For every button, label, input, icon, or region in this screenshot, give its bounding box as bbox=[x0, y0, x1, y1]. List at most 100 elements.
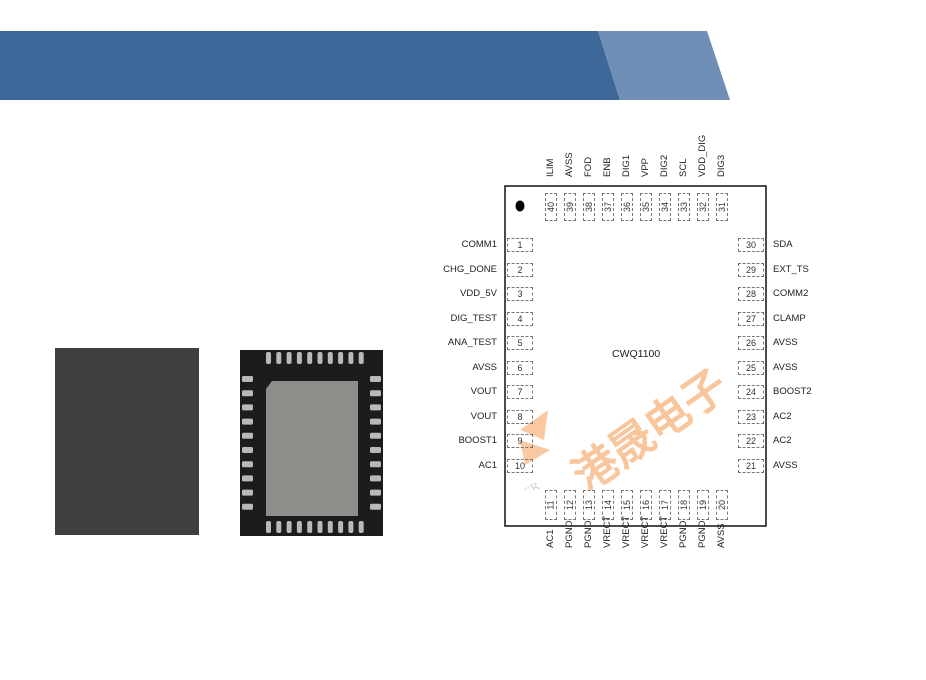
pin-number: 16 bbox=[641, 499, 652, 511]
pin-pad-bottom: 11 bbox=[545, 490, 557, 520]
pin-pad-right: 24 bbox=[738, 385, 764, 399]
chip-photo-pad-top bbox=[307, 352, 313, 364]
pin-pad-top: 36 bbox=[621, 193, 633, 221]
pin-number: 20 bbox=[717, 499, 728, 511]
pin-label-left: VOUT bbox=[470, 386, 497, 397]
pin-number: 32 bbox=[698, 201, 709, 213]
pin-label-bottom: PGND bbox=[678, 520, 689, 548]
chip-photo-pad-bottom bbox=[327, 521, 333, 533]
pin-label-top: DIG2 bbox=[659, 154, 670, 177]
chip-photo-pad-left bbox=[242, 475, 253, 482]
pin-pad-bottom: 13 bbox=[583, 490, 595, 520]
pin-pad-top: 31 bbox=[716, 193, 728, 221]
pin-label-right: AVSS bbox=[773, 459, 798, 471]
chip-photo-pad-right bbox=[370, 418, 381, 425]
pin-pad-left: 3 bbox=[507, 287, 533, 301]
header-banner bbox=[0, 31, 730, 100]
pin-label-bottom: PGND bbox=[564, 520, 575, 548]
pin-label-top: ENB bbox=[602, 157, 613, 177]
pin-label-bottom: VRECT bbox=[602, 515, 613, 548]
pin-number: 18 bbox=[679, 499, 690, 511]
chip-photo-pad-bottom bbox=[307, 521, 313, 533]
pin-pad-bottom: 16 bbox=[640, 490, 652, 520]
pin-number: 13 bbox=[584, 499, 595, 511]
pin-pad-bottom: 14 bbox=[602, 490, 614, 520]
pin-number: 31 bbox=[717, 201, 728, 213]
chip-photo-pad-top bbox=[296, 352, 302, 364]
pin-label-bottom: AVSS bbox=[716, 523, 727, 548]
pin-pad-top: 35 bbox=[640, 193, 652, 221]
pin-number: 14 bbox=[603, 499, 614, 511]
pin-label-left: COMM1 bbox=[461, 239, 497, 250]
pin-label-left: CHG_DONE bbox=[443, 263, 497, 275]
pin-label-left: DIG_TEST bbox=[450, 312, 497, 324]
pin-pad-left: 10 bbox=[507, 458, 533, 473]
pin-number: 36 bbox=[622, 201, 633, 213]
pin-label-bottom: AC1 bbox=[545, 529, 556, 548]
pin-label-right: AVSS bbox=[773, 337, 798, 348]
chip-photo-pad-top bbox=[358, 352, 364, 364]
pin-number: 37 bbox=[603, 201, 614, 213]
chip-photo-pad-right bbox=[370, 432, 381, 439]
chip-photo-pad-right bbox=[370, 404, 381, 411]
pin-number: 39 bbox=[565, 201, 576, 213]
chip-photo-pad-right bbox=[370, 475, 381, 482]
pin-pad-left: 2 bbox=[507, 262, 533, 277]
pin-label-top: FOD bbox=[583, 156, 594, 177]
pin-label-top: ILIM bbox=[545, 158, 556, 177]
chip-photo-pad-bottom bbox=[276, 521, 282, 533]
pin-pad-bottom: 20 bbox=[716, 490, 728, 520]
pin-label-top: DIG3 bbox=[716, 154, 727, 177]
banner-secondary bbox=[598, 31, 730, 100]
pin-pad-top: 38 bbox=[583, 193, 595, 221]
pin-pad-right: 26 bbox=[738, 336, 764, 350]
chip-photo-top bbox=[55, 348, 199, 535]
pin-pad-top: 37 bbox=[602, 193, 614, 221]
pin-pad-right: 23 bbox=[738, 409, 764, 424]
pin-label-bottom: VRECT bbox=[640, 515, 651, 548]
pin1-marker-dot bbox=[515, 200, 525, 212]
pin-number: 12 bbox=[565, 499, 576, 511]
pin-pad-top: 40 bbox=[545, 193, 557, 221]
chip-photo-pad-top bbox=[276, 352, 282, 364]
pin-label-bottom: VRECT bbox=[659, 515, 670, 548]
pin-number: 34 bbox=[660, 201, 671, 213]
pin-number: 40 bbox=[546, 201, 557, 213]
pin-pad-right: 27 bbox=[738, 311, 764, 326]
chip-photo-pad-bottom bbox=[286, 521, 292, 533]
pin-label-top: VDD_DIG bbox=[697, 134, 708, 177]
chip-outline bbox=[504, 185, 767, 527]
pin-pad-left: 5 bbox=[507, 336, 533, 350]
pin-label-right: AC2 bbox=[773, 410, 792, 422]
pin-label-bottom: PGND bbox=[697, 520, 708, 548]
pin-pad-top: 33 bbox=[678, 193, 690, 221]
chip-photo-pad-bottom bbox=[296, 521, 302, 533]
pin-number: 35 bbox=[641, 201, 652, 213]
pin-number: 17 bbox=[660, 499, 671, 511]
pin-pad-left: 9 bbox=[507, 434, 533, 448]
chip-photo-pad-bottom bbox=[348, 521, 354, 533]
pin-pad-right: 21 bbox=[738, 458, 764, 473]
chip-photo-pad-top bbox=[327, 352, 333, 364]
pin-label-left: VDD_5V bbox=[460, 288, 497, 299]
chip-photo-pad-right bbox=[370, 461, 381, 468]
pin-number: 19 bbox=[698, 499, 709, 511]
pin-label-top: DIG1 bbox=[621, 154, 632, 177]
chip-photo-pad-left bbox=[242, 432, 253, 439]
pin-label-left: AVSS bbox=[472, 361, 497, 373]
pin-number: 33 bbox=[679, 201, 690, 213]
chip-photo-pad-top bbox=[348, 352, 354, 364]
banner-primary bbox=[0, 31, 620, 100]
pin-label-left: VOUT bbox=[470, 410, 497, 422]
chip-photo-pad-bottom bbox=[266, 521, 271, 533]
chip-photo-pad-left bbox=[242, 404, 253, 411]
chip-photo-pad-left bbox=[242, 447, 253, 453]
pin-pad-left: 4 bbox=[507, 311, 533, 326]
pin-label-right: AC2 bbox=[773, 435, 792, 446]
pin-label-left: AC1 bbox=[478, 459, 497, 471]
pin-label-right: COMM2 bbox=[773, 288, 809, 299]
pin-label-right: EXT_TS bbox=[773, 263, 809, 275]
pin-pad-left: 1 bbox=[507, 238, 533, 252]
